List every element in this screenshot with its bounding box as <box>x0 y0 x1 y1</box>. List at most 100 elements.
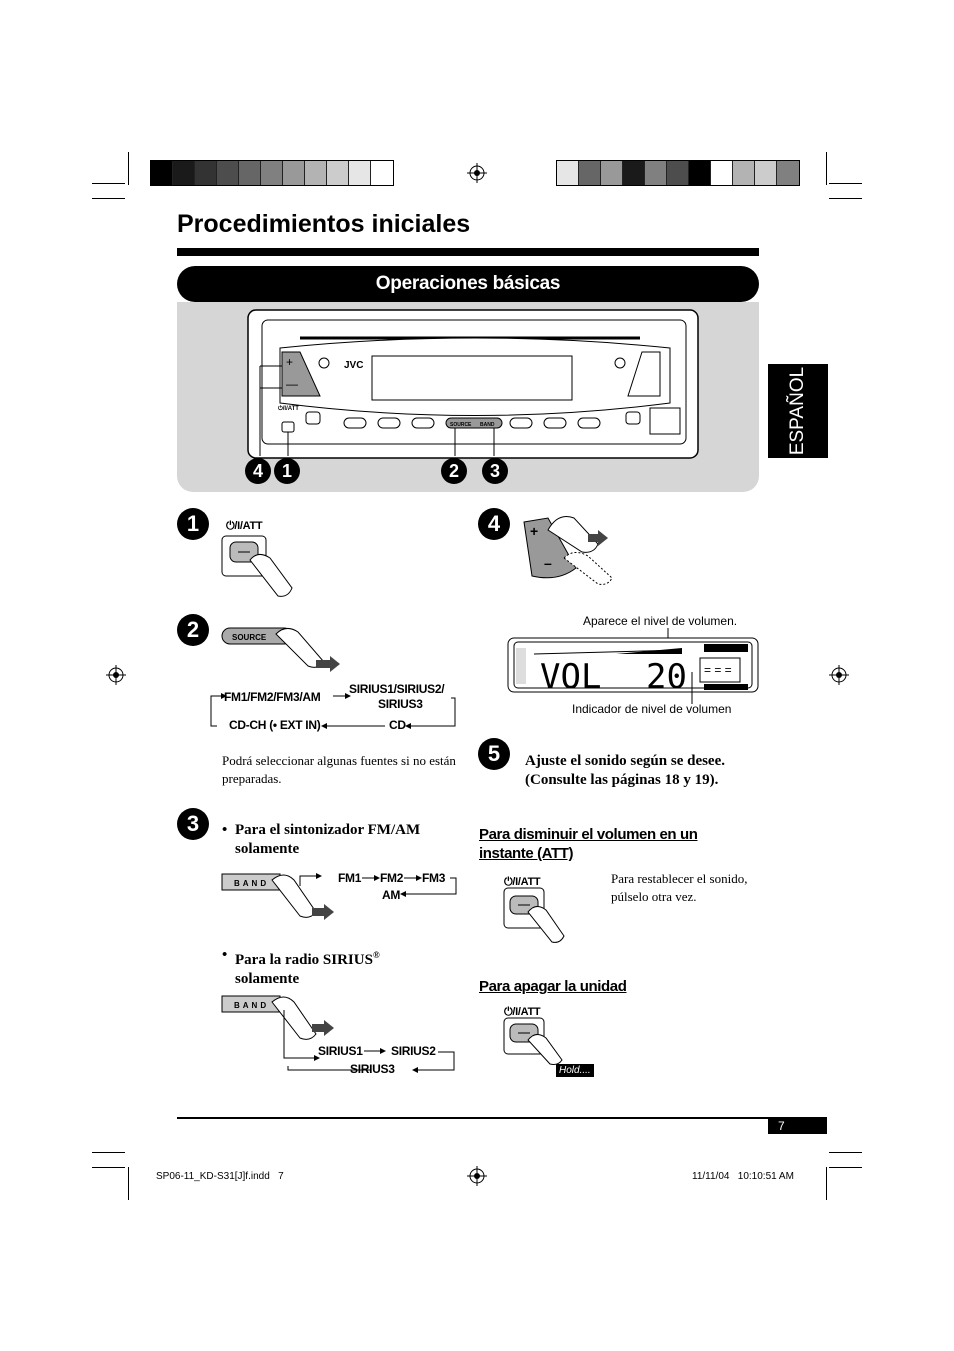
svg-text:BAND: BAND <box>480 422 495 428</box>
page-title: Procedimientos iniciales <box>177 210 471 238</box>
color-swatch <box>689 161 711 185</box>
band-button-label: BAND <box>234 879 269 888</box>
brand-logo: JVC <box>344 360 363 371</box>
step-5-number: 5 <box>478 738 510 770</box>
svg-text:SOURCE: SOURCE <box>450 422 472 428</box>
finger-press-icon <box>221 535 293 597</box>
flow-sirius1: SIRIUS1 <box>318 1044 363 1058</box>
band-button-label: BAND <box>234 1001 269 1010</box>
color-swatch <box>601 161 623 185</box>
callout-3: 3 <box>482 458 508 484</box>
color-swatch <box>305 161 327 185</box>
crop-mark <box>829 198 862 199</box>
lcd-vol-text: VOL <box>540 657 601 697</box>
svg-text:+: + <box>530 523 538 539</box>
color-swatch <box>217 161 239 185</box>
color-swatch <box>349 161 371 185</box>
color-swatch <box>579 161 601 185</box>
callout-4: 4 <box>245 458 271 484</box>
flow-fm-am: FM1/FM2/FM3/AM <box>224 690 321 704</box>
att-button-press-icon <box>503 887 565 943</box>
registration-mark-icon <box>467 163 487 183</box>
flow-cd: CD <box>389 718 406 732</box>
callout-2: 2 <box>441 458 467 484</box>
flow-am: AM <box>382 888 401 902</box>
crop-mark <box>128 152 129 185</box>
band-button-press-icon: BAND <box>221 873 457 920</box>
language-tab-label: ESPAÑOL <box>787 366 808 456</box>
band-button-sirius-icon: BAND <box>221 995 455 1073</box>
volume-caption-bottom: Indicador de nivel de volumen <box>572 702 732 716</box>
step-1-number: 1 <box>177 508 209 540</box>
color-swatch <box>645 161 667 185</box>
crop-mark <box>829 1167 862 1168</box>
step-3-number: 3 <box>177 808 209 840</box>
crop-mark <box>829 183 862 184</box>
color-bar-right <box>556 160 800 186</box>
footer-date: 11/11/04 10:10:51 AM <box>692 1171 794 1182</box>
arrow-right-icon <box>404 875 422 881</box>
color-swatch <box>327 161 349 185</box>
flow-fm1: FM1 <box>338 871 362 885</box>
crop-mark <box>92 183 125 184</box>
step-3-fm-am-label: Para el sintonizador FM/AM solamente <box>235 822 421 857</box>
sirius-label-suffix: solamente <box>235 971 300 987</box>
color-swatch <box>667 161 689 185</box>
step-3-sirius-label: Para la radio SIRIUS®solamente <box>235 946 455 989</box>
source-flow-diagram <box>210 693 456 729</box>
hold-badge: Hold.... <box>556 1064 594 1077</box>
flow-sirius-1: SIRIUS1/SIRIUS2/ <box>349 682 445 696</box>
svg-text:—: — <box>286 377 298 391</box>
footer-rule <box>177 1117 827 1119</box>
power-off-press-icon <box>503 1017 563 1065</box>
flow-fm3: FM3 <box>422 871 446 885</box>
svg-text:–: – <box>544 555 552 571</box>
title-rule <box>177 248 759 256</box>
lcd-display-illustration: VOL 20 = = = <box>507 628 759 704</box>
bullet: • <box>222 822 228 838</box>
source-button-press-icon: SOURCE <box>221 627 340 672</box>
volume-knob-press-icon: + – <box>523 516 613 585</box>
color-swatch <box>195 161 217 185</box>
crop-mark <box>92 1152 125 1153</box>
step-4-number: 4 <box>478 508 510 540</box>
car-stereo-illustration: JVC + — SOURCE BAND ⏻/I/ATT <box>247 309 699 459</box>
step-5-line1: Ajuste el sonido según se desee. <box>525 753 726 769</box>
lcd-vol-value: 20 <box>646 657 687 697</box>
flow-sirius3: SIRIUS3 <box>350 1062 395 1076</box>
color-swatch <box>733 161 755 185</box>
bullet: • <box>222 947 228 963</box>
callout-1: 1 <box>274 458 300 484</box>
flow-sirius2: SIRIUS2 <box>391 1044 436 1058</box>
color-swatch <box>371 161 393 185</box>
color-swatch <box>623 161 645 185</box>
flow-fm2: FM2 <box>380 871 404 885</box>
color-swatch <box>261 161 283 185</box>
flow-cd-ch: CD-CH (• EXT IN) <box>229 718 321 732</box>
crop-mark <box>92 198 125 199</box>
att-note: Para restablecer el sonido, púlselo otra… <box>611 871 748 904</box>
crop-mark <box>92 1167 125 1168</box>
color-swatch <box>755 161 777 185</box>
svg-text:= = =: = = = <box>704 663 732 677</box>
arrow-right-icon <box>362 875 380 881</box>
att-button-label: ⏻/I/ATT <box>504 876 541 888</box>
page-number: 7 <box>768 1118 827 1134</box>
volume-caption-top: Aparece el nivel de volumen. <box>583 614 738 628</box>
crop-mark <box>128 1167 129 1200</box>
step-2-number: 2 <box>177 614 209 646</box>
svg-text:⏻/I/ATT: ⏻/I/ATT <box>278 405 299 412</box>
step-2-note: Podrá seleccionar algunas fuentes si no … <box>222 753 456 786</box>
crop-mark <box>829 1152 862 1153</box>
language-tab: ESPAÑOL <box>768 364 828 458</box>
crop-mark <box>826 1167 827 1200</box>
color-swatch <box>711 161 733 185</box>
source-button-label: SOURCE <box>232 633 267 642</box>
color-swatch <box>239 161 261 185</box>
power-button-label: ⏻/I/ATT <box>226 520 263 532</box>
color-swatch <box>557 161 579 185</box>
registration-mark-icon <box>467 1166 487 1186</box>
step-5-line2: (Consulte las páginas 18 y 19). <box>525 772 719 788</box>
color-swatch <box>777 161 799 185</box>
arrow-right-icon <box>364 1048 386 1054</box>
